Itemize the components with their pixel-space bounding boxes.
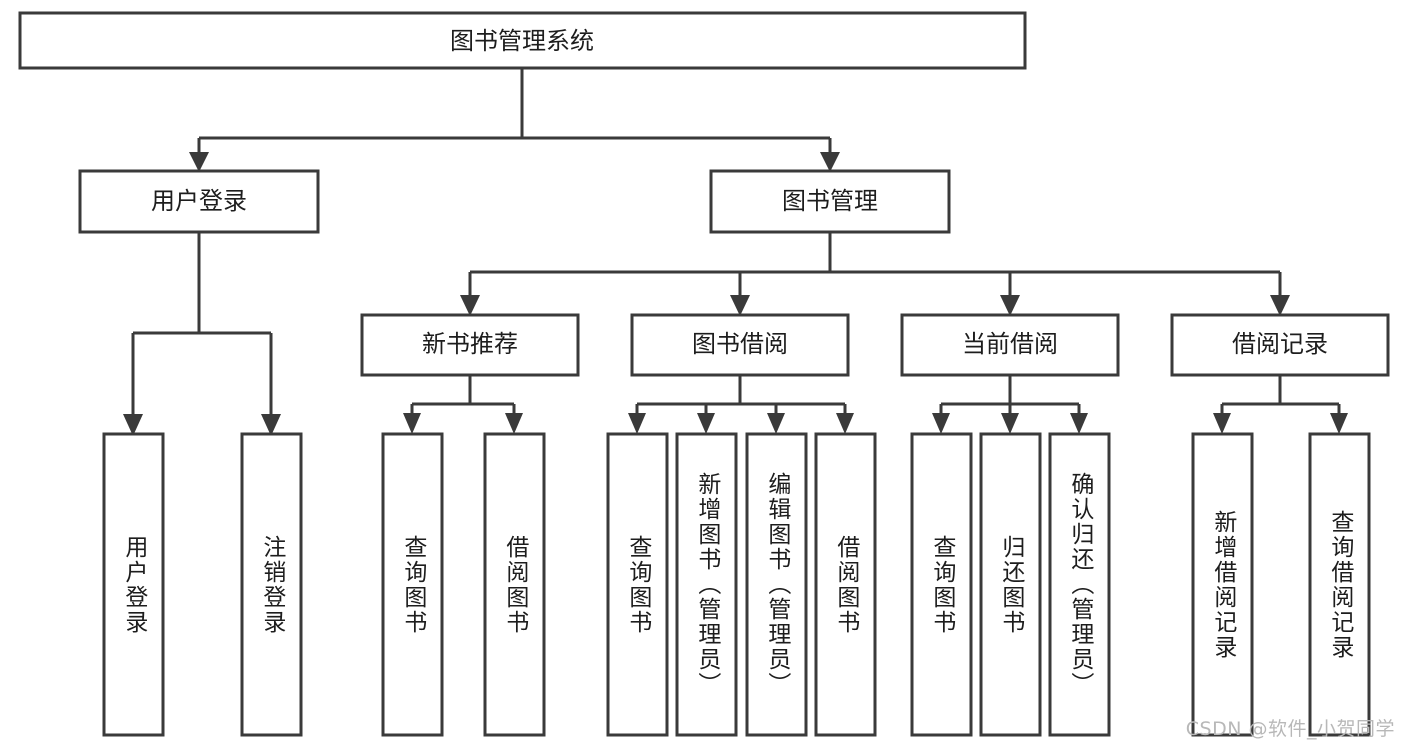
leaf-box-query-book-2[interactable] <box>606 432 669 737</box>
arrowhead-bb-leaf-2 <box>697 413 715 434</box>
arrowhead-cb-leaf-1 <box>932 413 950 434</box>
leaf-box-confirm-return[interactable] <box>1048 432 1111 737</box>
leaf-box-add-book[interactable] <box>675 432 738 737</box>
node-label-root: 图书管理系统 <box>450 27 594 55</box>
arrowhead-cb-leaf-2 <box>1001 413 1019 434</box>
arrowhead-bb-leaf-3 <box>767 413 785 434</box>
node-box-borrow-record[interactable] <box>1170 313 1390 377</box>
arrowhead-bb-leaf-1 <box>628 413 646 434</box>
arrowhead-nbr-leaf-2 <box>505 413 523 434</box>
leaf-box-query-record[interactable] <box>1308 432 1371 737</box>
node-group-book-borrow: 图书借阅 <box>630 313 850 377</box>
node-label-user-login: 用户登录 <box>151 187 247 215</box>
node-box-root[interactable] <box>18 11 1027 70</box>
arrowhead-leaf-user-logout <box>261 414 281 436</box>
arrowhead-user-login <box>189 152 209 172</box>
node-box-user-login[interactable] <box>78 169 320 234</box>
leaf-box-user-login[interactable] <box>102 432 165 737</box>
arrowhead-book-manage <box>820 152 840 172</box>
leaf-box-borrow-book-2[interactable] <box>814 432 877 737</box>
node-group-user-login: 用户登录 <box>78 169 320 234</box>
node-group-root: 图书管理系统 <box>18 11 1027 70</box>
node-box-book-borrow[interactable] <box>630 313 850 377</box>
arrowhead-cb-leaf-3 <box>1070 413 1088 434</box>
leaf-box-borrow-book-1[interactable] <box>483 432 546 737</box>
arrow-head-group <box>123 152 1348 436</box>
node-label-current-borrow: 当前借阅 <box>962 330 1058 358</box>
leaf-box-add-record[interactable] <box>1191 432 1254 737</box>
leaf-box-group <box>102 432 1371 737</box>
arrowhead-borrow-record <box>1270 295 1290 316</box>
node-label-new-book-rec: 新书推荐 <box>422 330 518 358</box>
node-group-borrow-record: 借阅记录 <box>1170 313 1390 377</box>
node-label-borrow-record: 借阅记录 <box>1232 330 1328 358</box>
arrowhead-br-leaf-1 <box>1213 413 1231 434</box>
arrowhead-current-borrow <box>1000 295 1020 316</box>
node-group-new-book-rec: 新书推荐 <box>360 313 580 377</box>
node-group-book-manage: 图书管理 <box>709 169 951 234</box>
leaf-box-query-book-3[interactable] <box>910 432 973 737</box>
leaf-box-user-logout[interactable] <box>240 432 303 737</box>
arrowhead-book-borrow <box>730 295 750 316</box>
node-label-book-borrow: 图书借阅 <box>692 330 788 358</box>
arrowhead-bb-leaf-4 <box>836 413 854 434</box>
leaf-box-return-book[interactable] <box>979 432 1042 737</box>
arrowhead-new-book-rec <box>460 295 480 316</box>
node-label-book-manage: 图书管理 <box>782 187 878 215</box>
arrowhead-leaf-user-login <box>123 414 143 436</box>
node-box-book-manage[interactable] <box>709 169 951 234</box>
node-box-current-borrow[interactable] <box>900 313 1120 377</box>
arrowhead-br-leaf-2 <box>1330 413 1348 434</box>
watermark-text: CSDN @软件_小贺同学 <box>1185 718 1395 740</box>
leaf-box-query-book-1[interactable] <box>381 432 444 737</box>
node-group-current-borrow: 当前借阅 <box>900 313 1120 377</box>
arrowhead-nbr-leaf-1 <box>403 413 421 434</box>
leaf-box-edit-book[interactable] <box>745 432 808 737</box>
node-box-new-book-rec[interactable] <box>360 313 580 377</box>
